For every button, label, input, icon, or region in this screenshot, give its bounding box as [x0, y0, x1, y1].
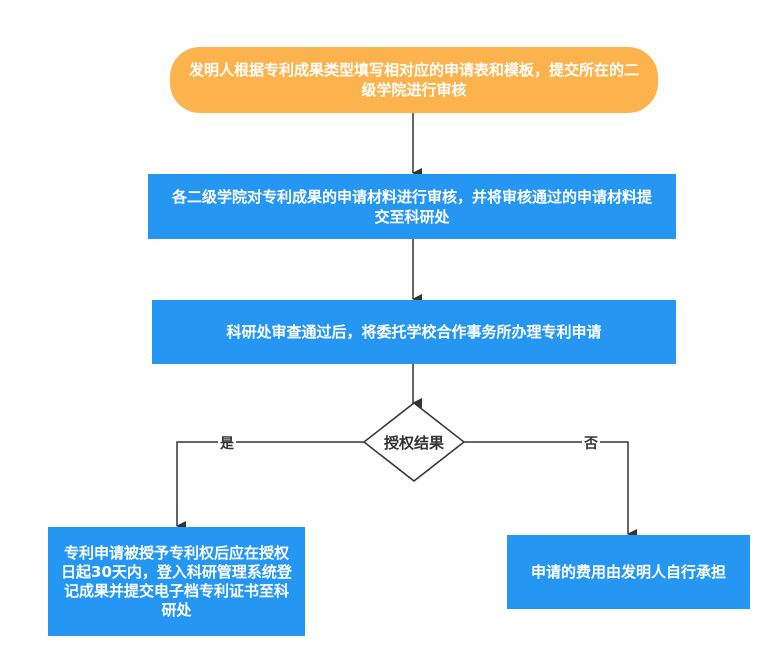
no-result-text: 申请的费用由发明人自行承担 — [530, 563, 726, 581]
start-node: 发明人根据专利成果类型填写相对应的申请表和模板，提交所在的二级学院进行审核 — [170, 47, 658, 113]
arrow-no-branch — [464, 441, 637, 539]
no-label: 否 — [582, 433, 600, 453]
arrow-yes-branch — [176, 441, 364, 531]
process-college-review: 各二级学院对专利成果的申请材料进行审核，并将审核通过的申请材料提交至科研处 — [148, 174, 676, 239]
yes-label: 是 — [218, 433, 236, 453]
yes-result-text: 专利申请被授予专利权后应在授权日起30天内，登入科研管理系统登记成果并提交电子档… — [61, 543, 292, 619]
start-node-text: 发明人根据专利成果类型填写相对应的申请表和模板，提交所在的二级学院进行审核 — [188, 61, 639, 99]
decision-diamond — [362, 402, 466, 482]
process-research-office-text: 科研处审查通过后，将委托学校合作事务所办理专利申请 — [226, 323, 602, 341]
process-college-review-text: 各二级学院对专利成果的申请材料进行审核，并将审核通过的申请材料提交至科研处 — [171, 187, 652, 226]
no-result-node: 申请的费用由发明人自行承担 — [507, 535, 750, 609]
yes-result-node: 专利申请被授予专利权后应在授权日起30天内，登入科研管理系统登记成果并提交电子档… — [48, 527, 305, 636]
process-research-office: 科研处审查通过后，将委托学校合作事务所办理专利申请 — [152, 300, 676, 364]
decision-label: 授权结果 — [383, 434, 444, 452]
